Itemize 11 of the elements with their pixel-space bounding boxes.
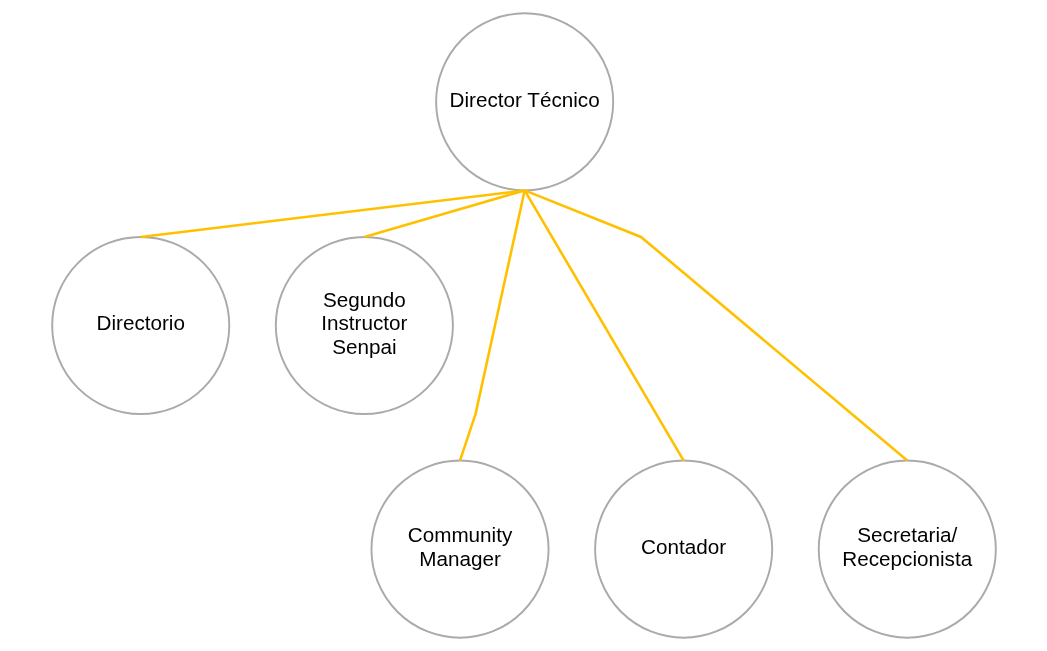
node-circle: Community Manager	[370, 459, 550, 639]
connector	[458, 190, 526, 461]
node-circle: Director Técnico	[434, 12, 614, 192]
connector	[140, 189, 525, 239]
node-circle: Directorio	[50, 236, 230, 416]
connector	[523, 189, 685, 462]
connector	[363, 189, 525, 239]
connector	[523, 189, 908, 462]
node-circle: Segundo Instructor Senpai	[274, 236, 454, 416]
node-circle: Contador	[593, 459, 773, 639]
node-circle: Secretaria/ Recepcionista	[817, 459, 997, 639]
